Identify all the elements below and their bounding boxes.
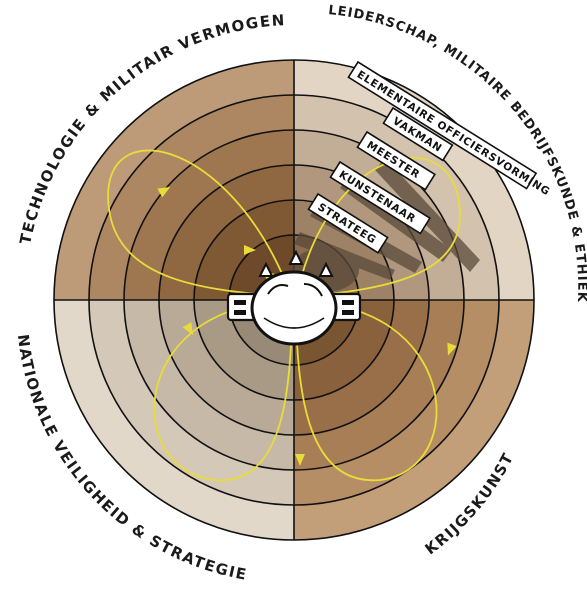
loop-arrowhead-4 (295, 454, 305, 466)
loop-arrowhead-5 (157, 187, 171, 198)
loop-arrowhead-2 (182, 322, 193, 336)
learning-loop-0 (107, 149, 293, 299)
loop-arrowhead-0 (244, 245, 256, 255)
loop-arrowhead-3 (447, 342, 457, 356)
learning-loop-3 (295, 301, 438, 481)
helmet-icon (226, 249, 362, 346)
learning-loop-1 (295, 156, 461, 299)
